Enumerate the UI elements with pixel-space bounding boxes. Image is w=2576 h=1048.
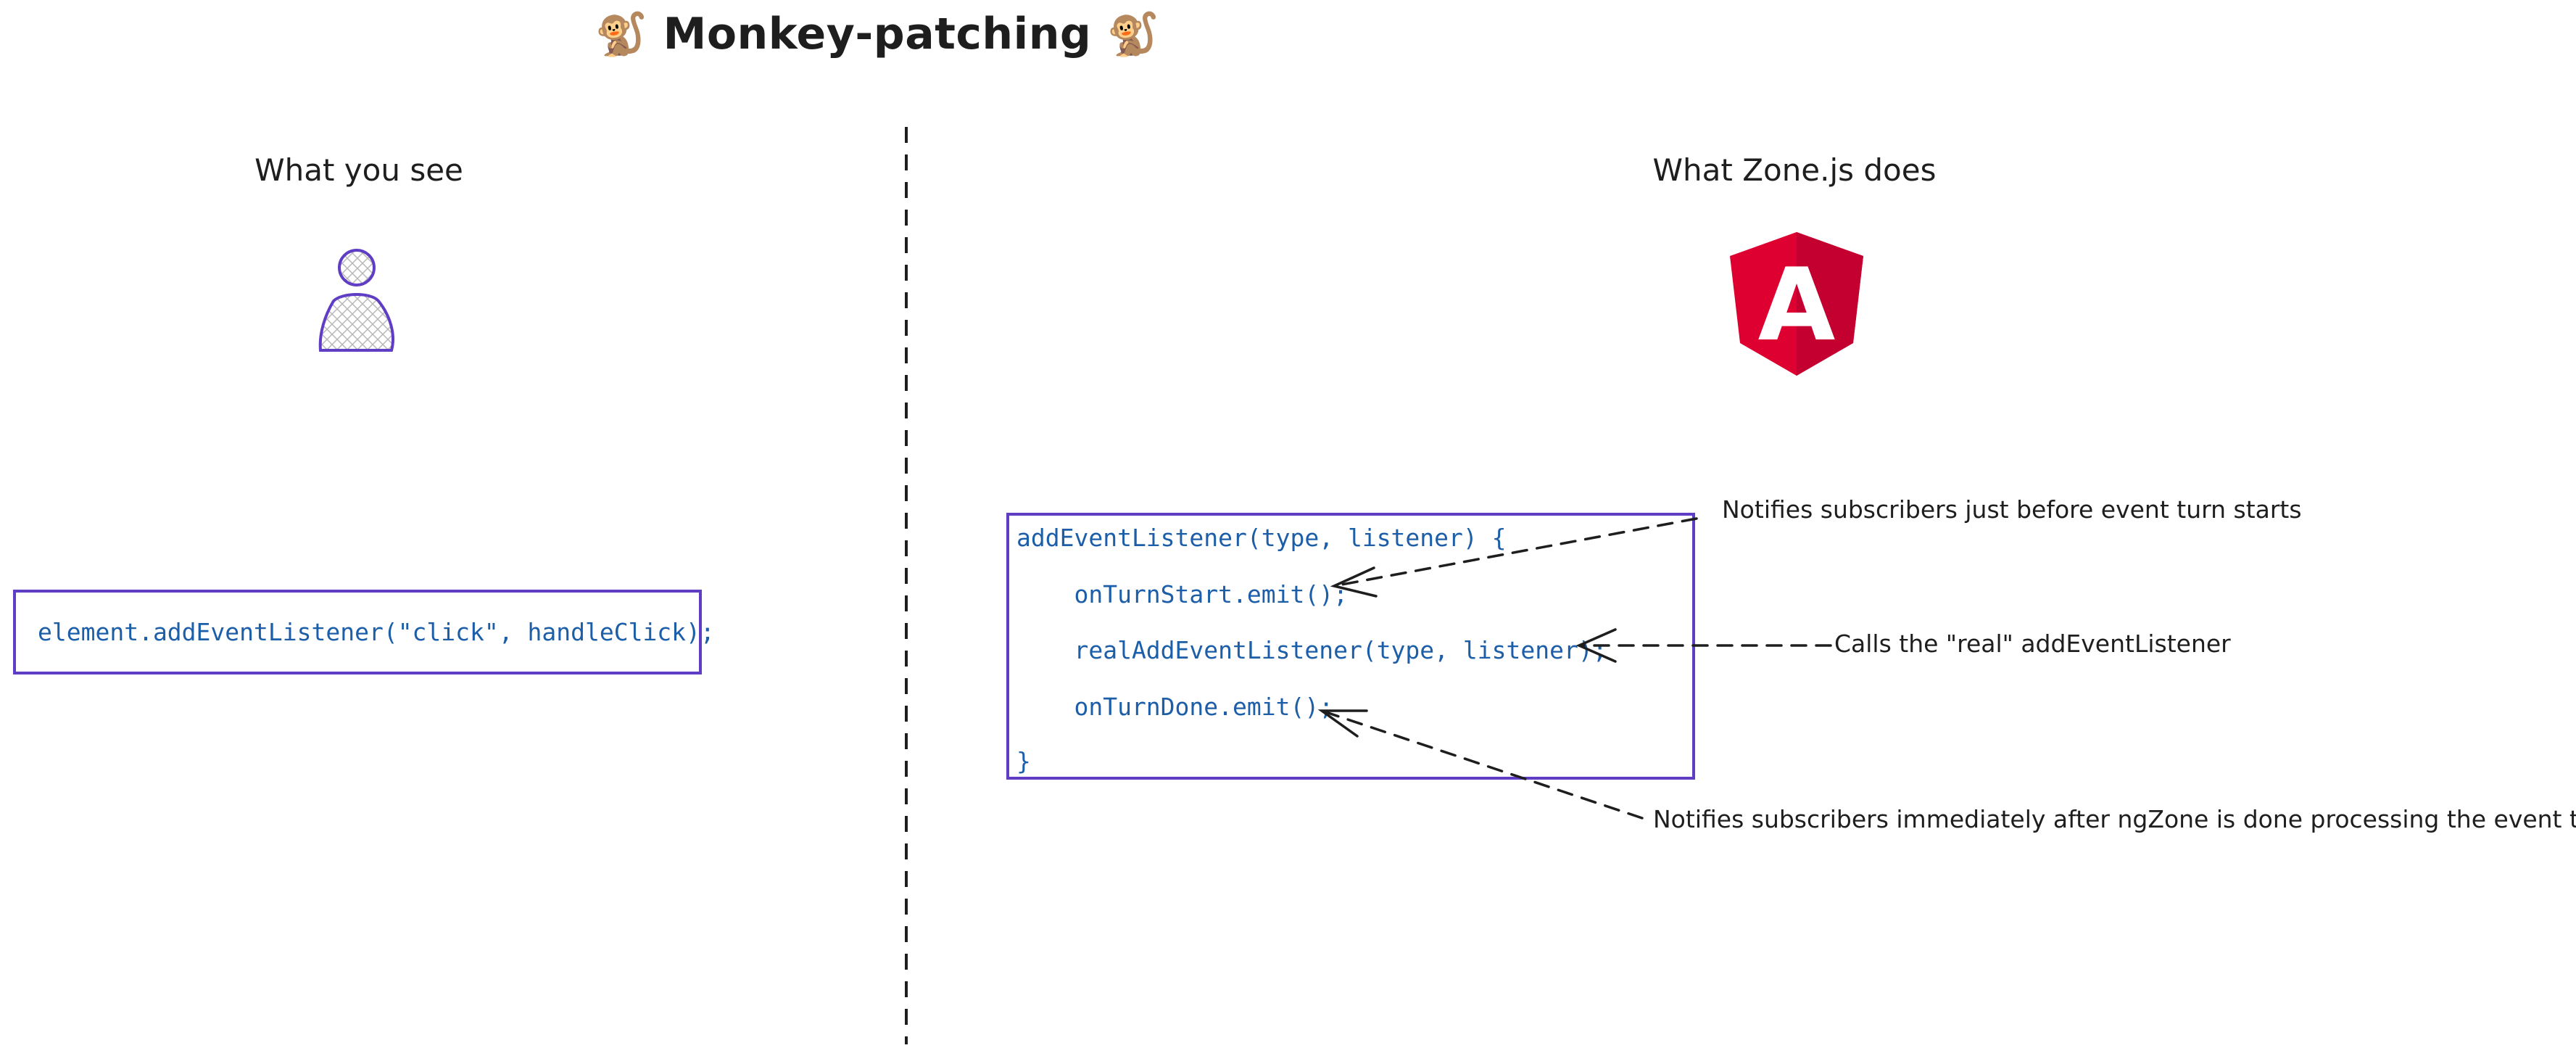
event-listener-call: element.addEventListener("click", handle…	[38, 618, 715, 646]
code-line-close-brace: }	[1016, 747, 1031, 775]
annotation-turn-done: Notifies subscribers immediately after n…	[1653, 805, 2576, 833]
code-line-turn-start: onTurnStart.emit();	[1016, 580, 1348, 608]
annotation-real-listener: Calls the "real" addEventListener	[1834, 630, 2231, 658]
monkey-icon: 🐒	[595, 9, 648, 59]
angular-logo-letter: A	[1758, 247, 1836, 363]
code-line-real-listener: realAddEventListener(type, listener);	[1016, 636, 1607, 664]
code-line-turn-done: onTurnDone.emit();	[1016, 693, 1334, 721]
annotation-turn-start: Notifies subscribers just before event t…	[1722, 495, 2302, 524]
angular-logo-icon: A	[1730, 232, 1863, 376]
right-heading: What Zone.js does	[1652, 152, 1937, 188]
arrow-turn-done	[1320, 709, 1644, 820]
code-line-signature: addEventListener(type, listener) {	[1016, 524, 1507, 552]
user-icon	[318, 249, 394, 352]
monkey-icon: 🐒	[1106, 9, 1160, 59]
diagram-title: 🐒 Monkey-patching 🐒	[0, 9, 1755, 59]
what-you-see-code-box: element.addEventListener("click", handle…	[13, 590, 715, 674]
diagram-title-text: Monkey-patching	[663, 9, 1092, 59]
zonejs-code-box: addEventListener(type, listener) { onTur…	[1006, 513, 1695, 780]
arrow-turn-start	[1333, 517, 1698, 587]
left-heading: What you see	[254, 152, 463, 188]
